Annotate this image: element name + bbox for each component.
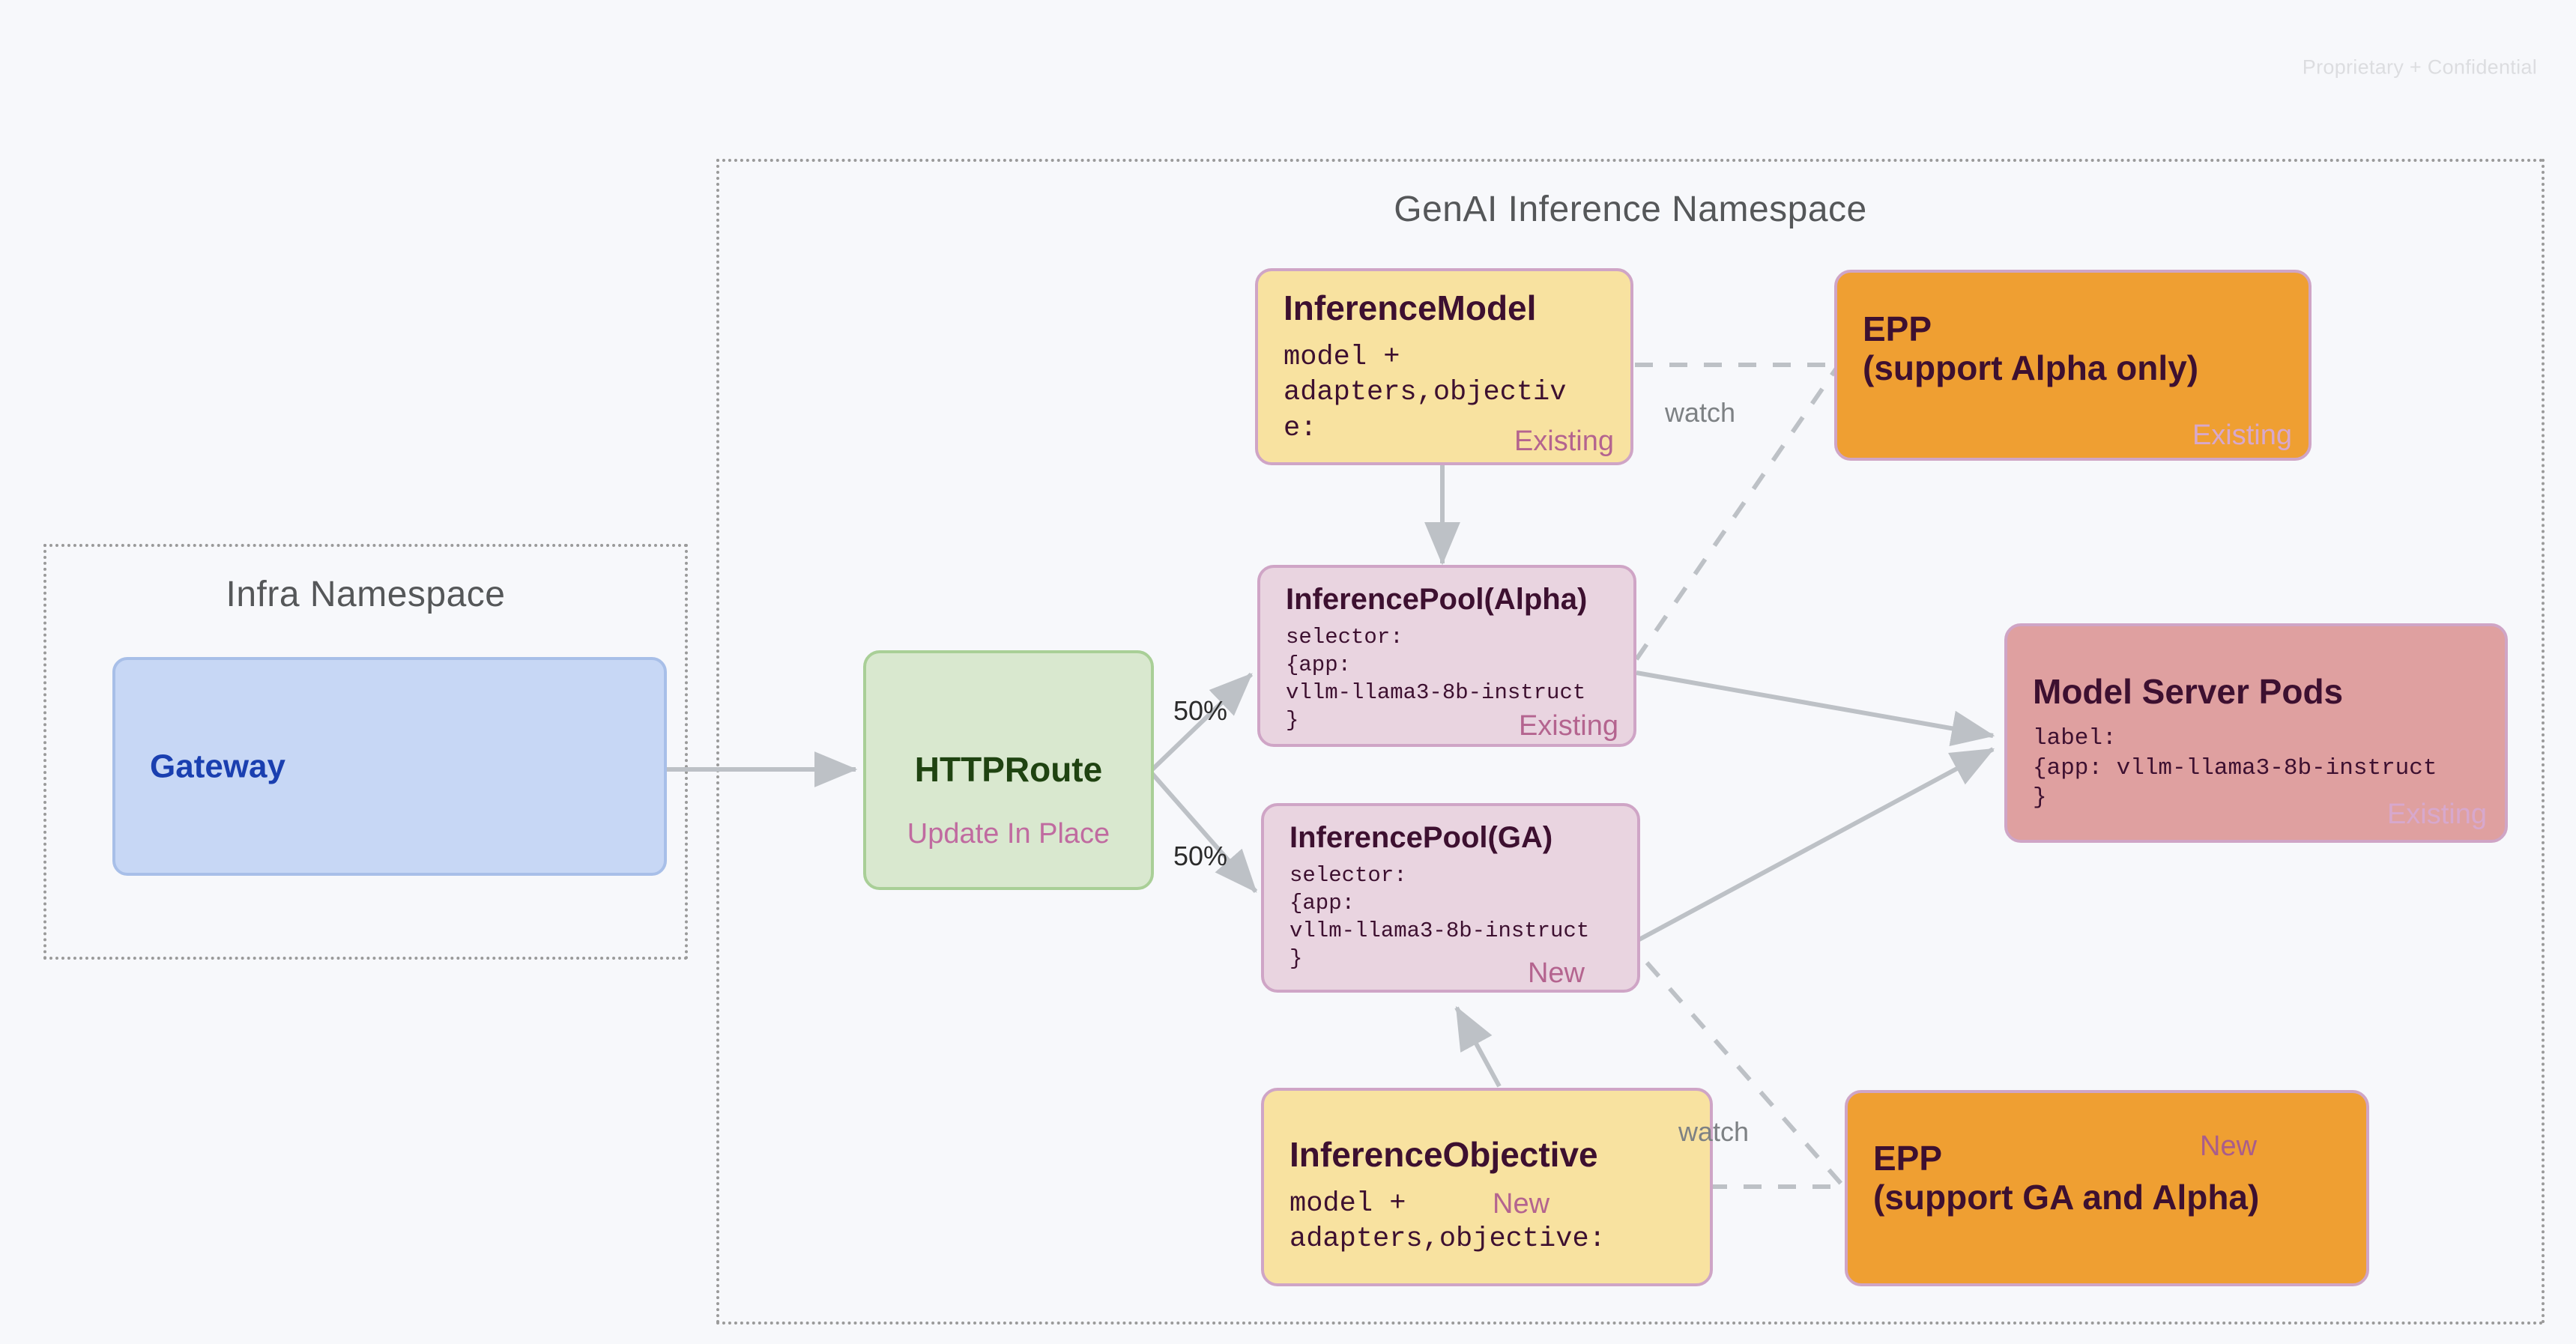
node-epp-alpha-title: EPP (support Alpha only): [1863, 309, 2199, 387]
edge-label-watch-bottom: watch: [1678, 1116, 1750, 1147]
node-gateway[interactable]: Gateway: [112, 657, 667, 876]
node-model-server-pods-spec: label: {app: vllm-llama3-8b-instruct }: [2033, 725, 2437, 811]
node-inference-pool-alpha-tag: Existing: [1518, 710, 1618, 742]
infra-namespace-title: Infra Namespace: [226, 575, 506, 614]
node-model-server-pods-title: Model Server Pods: [2033, 672, 2344, 711]
node-inference-model-tag: Existing: [1514, 426, 1614, 457]
node-epp-ga[interactable]: EPP (support GA and Alpha) New: [1845, 1090, 2369, 1286]
infra-namespace-boundary: [43, 544, 688, 960]
node-epp-ga-title: EPP (support GA and Alpha): [1873, 1139, 2260, 1217]
node-inference-objective-title: InferenceObjective: [1289, 1135, 1598, 1174]
node-inference-pool-alpha-spec: selector: {app: vllm-llama3-8b-instruct …: [1286, 625, 1586, 733]
node-epp-alpha[interactable]: EPP (support Alpha only) Existing: [1834, 270, 2312, 461]
node-epp-ga-tag: New: [2200, 1130, 2258, 1162]
node-model-server-pods-tag: Existing: [2386, 799, 2487, 830]
node-inference-pool-alpha[interactable]: InferencePool(Alpha) selector: {app: vll…: [1257, 565, 1636, 747]
node-gateway-title: Gateway: [150, 748, 285, 785]
node-model-server-pods[interactable]: Model Server Pods label: {app: vllm-llam…: [2004, 623, 2508, 843]
genai-namespace-boundary: [716, 159, 2545, 1325]
node-inference-model[interactable]: InferenceModel model + adapters,objectiv…: [1255, 268, 1633, 465]
node-inference-objective[interactable]: InferenceObjective model + adapters,obje…: [1261, 1088, 1713, 1286]
node-inference-pool-ga-title: InferencePool(GA): [1289, 821, 1553, 854]
node-inference-pool-ga-tag: New: [1527, 957, 1585, 989]
node-inference-pool-ga-spec: selector: {app: vllm-llama3-8b-instruct …: [1289, 863, 1590, 972]
node-httproute-tag: Update In Place: [907, 818, 1110, 850]
genai-namespace-title: GenAI Inference Namespace: [1394, 190, 1867, 229]
edge-label-split-top: 50%: [1173, 695, 1228, 726]
node-inference-model-spec: model + adapters,objectiv e:: [1284, 342, 1567, 444]
node-inference-objective-spec: model + adapters,objective:: [1289, 1188, 1606, 1256]
node-inference-pool-alpha-title: InferencePool(Alpha): [1286, 583, 1588, 616]
edge-label-split-bottom: 50%: [1173, 841, 1228, 871]
confidential-notice: Proprietary + Confidential: [2302, 55, 2537, 79]
node-epp-alpha-tag: Existing: [2192, 420, 2292, 451]
node-httproute-title: HTTPRoute: [914, 750, 1103, 789]
edge-label-watch-top: watch: [1665, 397, 1736, 428]
node-httproute[interactable]: HTTPRoute Update In Place: [863, 650, 1154, 890]
node-inference-model-title: InferenceModel: [1284, 288, 1537, 327]
node-inference-pool-ga[interactable]: InferencePool(GA) selector: {app: vllm-l…: [1261, 803, 1640, 993]
node-inference-objective-tag: New: [1493, 1188, 1550, 1220]
